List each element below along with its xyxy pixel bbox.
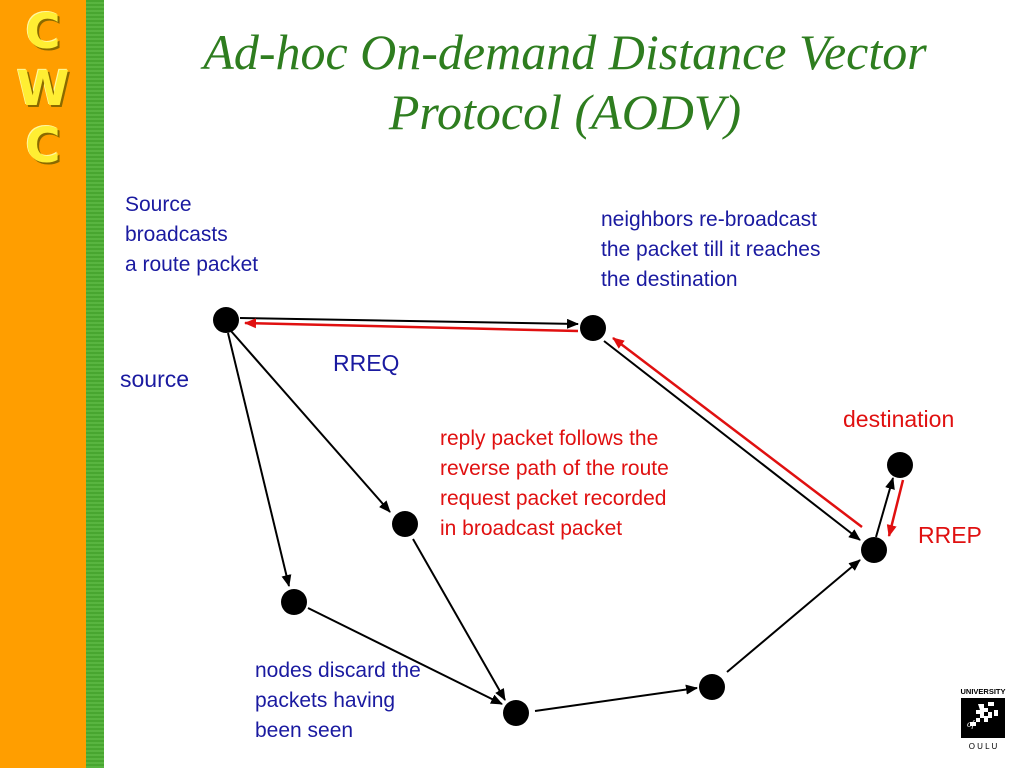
rrep-edge-relay-to-top (612, 337, 863, 528)
source-label: source (120, 366, 190, 392)
logo-of-text: of (967, 719, 976, 729)
sidebar-orange-band (0, 0, 86, 768)
note-line: a route packet (125, 253, 259, 276)
sidebar-green-band (86, 0, 104, 768)
rrep-edge-destination-to-relay (886, 479, 905, 537)
note-line: Source (125, 193, 192, 216)
node-source (213, 307, 239, 333)
node-top (580, 315, 606, 341)
logo-emblem-pattern (970, 702, 998, 726)
rreq-edge-relay-to-destination (875, 477, 895, 538)
note-line: in broadcast packet (440, 517, 623, 540)
title-line-2: Protocol (AODV) (388, 84, 742, 140)
note-line: neighbors re-broadcast (601, 208, 817, 231)
node-left (281, 589, 307, 615)
node-middle (392, 511, 418, 537)
node-destination (887, 452, 913, 478)
note-line: reverse path of the route (440, 457, 669, 480)
rreq-edge-right-to-relay (726, 559, 861, 673)
note-line: the destination (601, 268, 738, 291)
logo-letter-c2: C (25, 118, 61, 174)
neighbors-note: neighbors re-broadcast the packet till i… (601, 205, 820, 295)
rreq-edge-left-to-bottom (307, 607, 503, 705)
node-right (699, 674, 725, 700)
logo-oulu-text: O U L U (969, 742, 998, 751)
note-line: broadcasts (125, 223, 228, 246)
reply-note: reply packet follows the reverse path of… (440, 424, 669, 544)
note-line: nodes discard the (255, 659, 421, 682)
rreq-edge-source-to-middle (230, 330, 391, 513)
note-line: been seen (255, 719, 354, 742)
rreq-edge-source-to-left (227, 332, 292, 587)
rreq-edge-middle-to-bottom (412, 538, 506, 701)
rreq-edge-bottom-to-right (534, 684, 698, 712)
slide-title: Ad-hoc On-demand Distance Vector Protoco… (120, 22, 1010, 142)
logo-university-text: UNIVERSITY (960, 687, 1005, 696)
source-broadcast-note: Source broadcasts a route packet (125, 190, 258, 280)
rreq-edge-top-to-relay (603, 340, 861, 541)
logo-letter-w: W (16, 61, 70, 117)
node-bottom (503, 700, 529, 726)
rreq-label: RREQ (333, 350, 400, 376)
rrep-label: RREP (918, 522, 982, 548)
rreq-edge-source-to-top (239, 317, 579, 329)
note-line: request packet recorded (440, 487, 667, 510)
title-line-1: Ad-hoc On-demand Distance Vector (203, 24, 927, 80)
note-line: reply packet follows the (440, 427, 659, 450)
node-relay (861, 537, 887, 563)
note-line: packets having (255, 689, 396, 712)
destination-label: destination (843, 406, 955, 432)
logo-letter-c1: C (25, 4, 61, 60)
rrep-edge-top-to-source (244, 318, 579, 333)
cwc-logo: C W C (10, 8, 76, 170)
university-of-oulu-logo: UNIVERSITY of O U L U (960, 687, 1005, 751)
discard-note: nodes discard the packets having been se… (255, 656, 421, 746)
note-line: the packet till it reaches (601, 238, 821, 261)
